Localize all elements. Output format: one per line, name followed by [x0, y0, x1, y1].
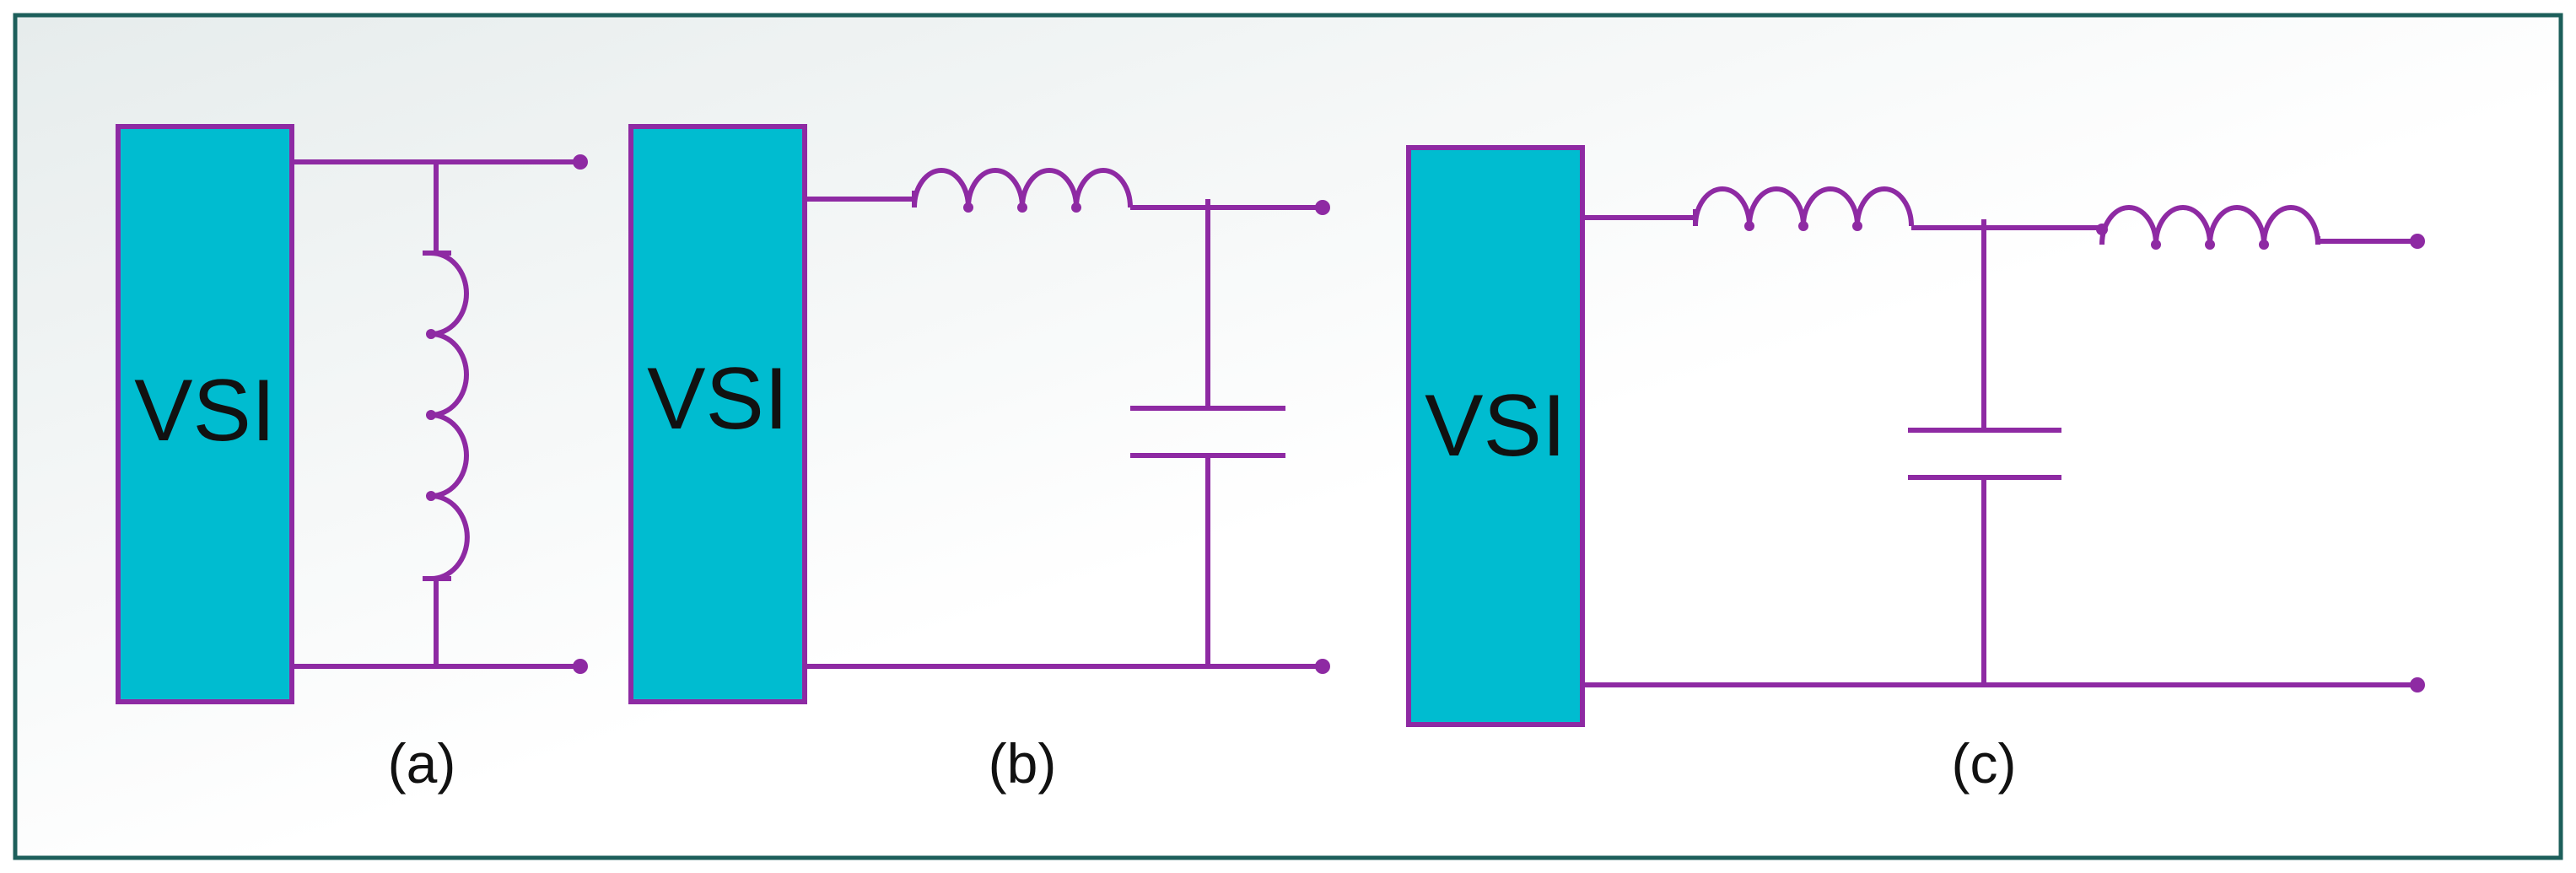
vsi-block-b — [628, 124, 807, 704]
coil1-node-c-2 — [1798, 221, 1808, 231]
terminal-b-top — [1315, 200, 1330, 215]
terminal-c-bottom — [2410, 677, 2425, 692]
vsi-label-b: VSI — [647, 350, 789, 448]
vsi-label-c: VSI — [1425, 377, 1566, 475]
coil-node-a-3 — [426, 491, 436, 501]
terminal-a-bottom — [573, 659, 588, 674]
coil2-node-c-3 — [2259, 240, 2269, 250]
coil2-node-c-1 — [2151, 240, 2161, 250]
terminal-c-top — [2410, 234, 2425, 249]
caption-c: (c) — [1952, 732, 2017, 795]
panel-b: VSI (b) — [628, 124, 1330, 795]
figure-frame — [13, 13, 2563, 860]
coil1-node-c-3 — [1852, 221, 1862, 231]
panel-c: VSI (c) — [1406, 145, 2425, 795]
vsi-block-a — [116, 124, 294, 704]
coil1-node-c-1 — [1744, 221, 1754, 231]
caption-a: (a) — [388, 732, 456, 795]
terminal-b-bottom — [1315, 659, 1330, 674]
vsi-block-c — [1406, 145, 1585, 727]
coil2-node-c-2 — [2205, 240, 2215, 250]
panel-a: VSI (a) — [116, 124, 588, 795]
coil-node-a-1 — [426, 329, 436, 339]
figure-background — [15, 15, 2561, 858]
terminal-a-top — [573, 154, 588, 170]
coil-node-b-3 — [1071, 202, 1081, 213]
coil-node-b-2 — [1017, 202, 1027, 213]
caption-b: (b) — [989, 732, 1057, 795]
vsi-label-a: VSI — [134, 362, 276, 460]
coil-node-a-2 — [426, 410, 436, 420]
coil-node-b-1 — [963, 202, 973, 213]
